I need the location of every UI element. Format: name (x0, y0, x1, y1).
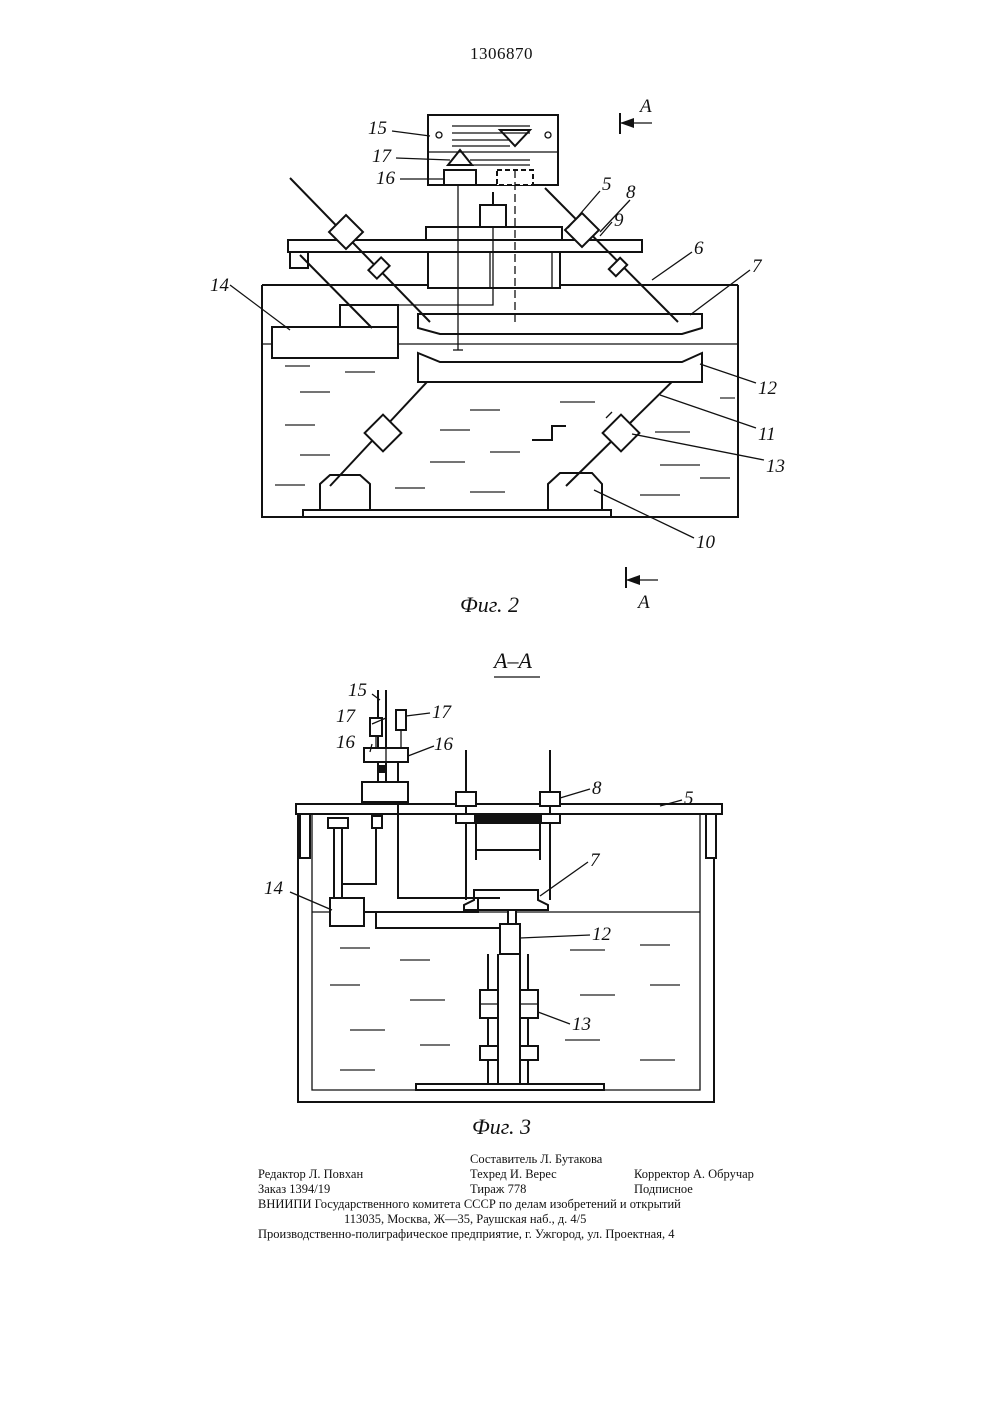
label-14: 14 (210, 275, 230, 296)
imprint: Составитель Л. Бутакова Редактор Л. Повх… (258, 1152, 818, 1242)
label3-17-right: 17 (432, 702, 453, 723)
label3-15: 15 (348, 680, 367, 701)
label3-5: 5 (684, 788, 694, 809)
label-11: 11 (758, 424, 776, 445)
guide-bushing-left (456, 792, 476, 806)
label3-8: 8 (592, 778, 602, 799)
frame3-leg-right (706, 814, 716, 858)
platform3-lower (500, 924, 520, 954)
imprint-publisher: ВНИИПИ Государственного комитета СССР по… (258, 1197, 681, 1212)
sensor-16 (444, 170, 476, 185)
label3-16-right: 16 (434, 734, 454, 755)
label-16: 16 (376, 168, 396, 189)
upper-strut-right (545, 188, 678, 322)
imprint-subscription: Подписное (634, 1182, 693, 1197)
cylinder-tap (606, 412, 612, 418)
center-column (428, 252, 560, 288)
pontoon3 (330, 898, 364, 926)
label-13: 13 (766, 456, 785, 477)
cylinder-left (365, 415, 402, 452)
imprint-techeditor: Техред И. Верес (470, 1167, 557, 1182)
pipe3-lower (376, 912, 500, 928)
frame-cap (426, 227, 562, 240)
section-title: А–А (492, 648, 532, 673)
label3-13: 13 (572, 1014, 591, 1035)
section-letter-top: А (638, 96, 652, 117)
label3-7: 7 (590, 850, 601, 871)
label-10: 10 (696, 532, 716, 553)
label3-16-left: 16 (336, 732, 356, 753)
base3-plate (416, 1084, 604, 1090)
label3-14: 14 (264, 878, 284, 899)
base-plate (303, 510, 611, 517)
label-7: 7 (752, 256, 763, 277)
tank3-outer (298, 812, 714, 1102)
upper-platform (418, 314, 702, 334)
sensor3-17-right (396, 710, 406, 730)
guide-bushing-right (540, 792, 560, 806)
imprint-print-run: Тираж 778 (470, 1182, 526, 1197)
water3-hatching (330, 945, 680, 1070)
label3-12: 12 (592, 924, 612, 945)
imprint-corrector: Корректор А. Обручар (634, 1167, 754, 1182)
platform3 (464, 890, 548, 910)
figure-3: А–А (264, 648, 722, 1139)
figure-2: А А 15 17 16 5 8 9 6 7 14 12 (210, 96, 785, 617)
imprint-order: Заказ 1394/19 (258, 1182, 330, 1197)
label-8: 8 (626, 182, 636, 203)
label-12: 12 (758, 378, 778, 399)
section-letter-bottom: А (636, 592, 650, 613)
imprint-address: 113035, Москва, Ж—35, Раушская наб., д. … (344, 1212, 586, 1227)
imprint-printer: Производственно-полиграфическое предприя… (258, 1227, 674, 1242)
label3-17-left: 17 (336, 706, 357, 727)
imprint-compiler: Составитель Л. Бутакова (470, 1152, 602, 1167)
figure-2-caption: Фиг. 2 (460, 592, 519, 617)
support-left (320, 475, 370, 510)
label-17: 17 (372, 146, 393, 167)
label-9: 9 (614, 210, 624, 231)
label-5: 5 (602, 174, 612, 195)
lower-platform (418, 353, 702, 382)
label-6: 6 (694, 238, 704, 259)
frame3-leg-left (300, 814, 310, 858)
imprint-editor: Редактор Л. Повхан (258, 1167, 363, 1182)
sensor-head (480, 205, 506, 227)
patent-drawing: А А 15 17 16 5 8 9 6 7 14 12 (0, 0, 1000, 1150)
instrument3-base (362, 782, 408, 802)
upper-strut-left-b (300, 255, 372, 328)
label-15: 15 (368, 118, 387, 139)
step-symbol (532, 426, 566, 440)
figure-3-caption: Фиг. 3 (472, 1114, 531, 1139)
guide-slot (474, 815, 542, 822)
pontoon (272, 327, 398, 358)
frame3-beam (296, 804, 722, 814)
